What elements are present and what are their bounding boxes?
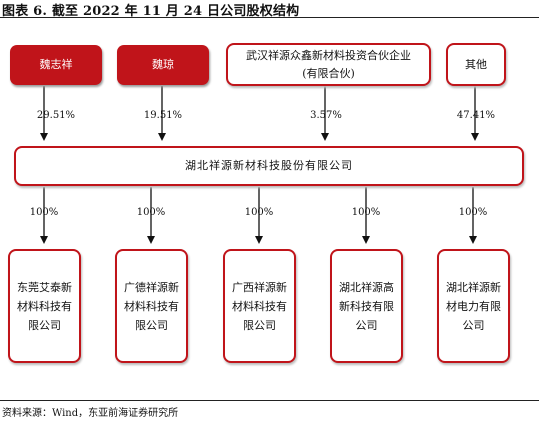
shareholder-pct-1: 29.51% bbox=[36, 110, 76, 121]
top-rule bbox=[0, 17, 539, 18]
subsidiary-pct-1: 100% bbox=[29, 207, 59, 218]
subsidiary-guangde: 广德祥源新材料科技有限公司 bbox=[115, 249, 188, 363]
subsidiary-pct-4: 100% bbox=[351, 207, 381, 218]
company-box: 湖北祥源新材科技股份有限公司 bbox=[14, 146, 524, 186]
subsidiary-guangxi: 广西祥源新材料科技有限公司 bbox=[223, 249, 296, 363]
subsidiary-pct-2: 100% bbox=[136, 207, 166, 218]
shareholder-wei-qiong: 魏琼 bbox=[117, 45, 209, 85]
shareholder-wei-zhixiang: 魏志祥 bbox=[10, 45, 102, 85]
bottom-rule bbox=[0, 400, 539, 401]
shareholder-pct-4: 47.41% bbox=[456, 110, 496, 121]
shareholder-pct-2: 19.51% bbox=[143, 110, 183, 121]
figure-title: 图表 6. 截至 2022 年 11 月 24 日公司股权结构 bbox=[2, 4, 300, 19]
subsidiary-pct-5: 100% bbox=[458, 207, 488, 218]
subsidiary-dongguan: 东莞艾泰新材料科技有限公司 bbox=[8, 249, 81, 363]
shareholder-pct-3: 3.57% bbox=[310, 110, 342, 121]
shareholder-partnership: 武汉祥源众鑫新材料投资合伙企业(有限合伙) bbox=[226, 43, 431, 86]
source-note: 资料来源：Wind，东亚前海证券研究所 bbox=[2, 408, 179, 419]
subsidiary-hubei-gaoxin: 湖北祥源高新科技有限公司 bbox=[330, 249, 403, 363]
shareholder-others: 其他 bbox=[446, 43, 506, 86]
subsidiary-hubei-power: 湖北祥源新材电力有限公司 bbox=[437, 249, 510, 363]
subsidiary-pct-3: 100% bbox=[244, 207, 274, 218]
